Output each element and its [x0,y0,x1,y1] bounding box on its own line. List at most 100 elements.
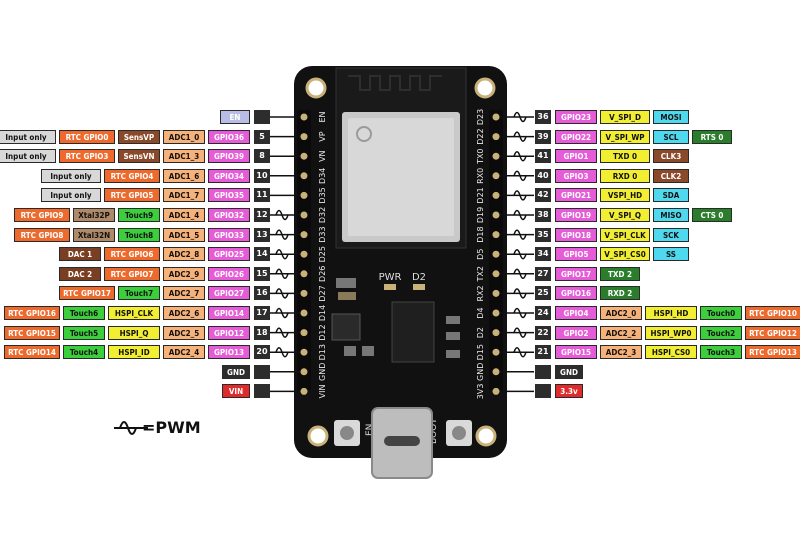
pin-label-vspi: V_SPI_WP [600,129,650,144]
header-pad [492,309,500,317]
pin-label-input: Input only [41,188,101,203]
pin-label-spi: SCL [653,129,689,144]
pin-label-touch: Touch5 [63,325,105,340]
pin-number: 25 [535,286,551,301]
silk-en: EN [365,424,375,436]
pwm-wave-icon [513,288,527,299]
pin-label-sens: SensVN [118,149,160,164]
pin-label-gpio: GPIO25 [208,247,250,262]
silk-pin-label: TX0 [476,148,485,164]
pin-label-dac: DAC 2 [59,266,101,281]
header-pad [492,133,500,141]
pin-number: 36 [535,110,551,124]
header-pad [492,348,500,356]
pin-label-adc: ADC1_7 [163,188,205,203]
silk-pin-label: D2 [476,327,485,338]
mounting-hole [305,77,327,99]
silk-boot: BOOT [429,418,439,444]
pwm-wave-icon [513,229,527,240]
pwm-wave-icon [275,327,289,338]
pin-label-input: Input only [41,168,101,183]
pin-number [254,364,270,379]
pin-number: 21 [535,345,551,360]
header-pad [300,329,308,337]
pin-label-power: 3.3v [555,384,583,399]
header-pad [300,211,308,219]
pwm-wave-icon [513,190,527,201]
pin-label-spi: MOSI [653,110,689,124]
pin-number: 15 [254,266,270,281]
pin-label-adc: ADC2_6 [163,306,205,320]
pin-label-hspi: HSPI_ID [108,345,160,360]
pin-label-adc: ADC1_6 [163,168,205,183]
pin-label-rtc: RTC GPIO6 [104,247,160,262]
pin-number: 24 [535,306,551,320]
silk-pin-label: D5 [476,249,485,260]
pin-label-hspi: HSPI_CS0 [645,345,697,360]
pin-label-touch: Touch3 [700,345,742,360]
header-pad [492,289,500,297]
silk-pin-label: VP [318,131,327,141]
pin-number: 39 [535,129,551,144]
pin-label-adc: ADC2_2 [600,325,642,340]
pin-number [254,110,270,124]
pin-label-adc: ADC2_7 [163,286,205,301]
pwm-legend: =PWM [142,418,201,437]
pin-number: 8 [254,149,270,164]
header-pad [492,329,500,337]
pin-label-rtc: RTC GPIO10 [745,306,800,320]
pin-label-hspi: HSPI_HD [645,306,697,320]
pin-label-adc: ADC1_0 [163,129,205,144]
pin-label-gpio: GPIO36 [208,129,250,144]
pin-label-adc: ADC2_8 [163,247,205,262]
silk-pin-label: VN [318,150,327,161]
silk-pin-label: D32 [318,207,327,223]
pin-label-hspi: HSPI_Q [108,325,160,340]
pin-label-gpio: GPIO2 [555,325,597,340]
mounting-hole [307,425,329,447]
silk-pin-label: D14 [318,305,327,321]
header-pad [492,152,500,160]
pin-label-dac: DAC 1 [59,247,101,262]
silk-pin-label: D22 [476,128,485,144]
pin-label-adc: ADC1_5 [163,227,205,242]
pin-label-gpio: GPIO14 [208,306,250,320]
pin-label-adc: ADC1_3 [163,149,205,164]
pin-number: 13 [254,227,270,242]
pwm-wave-icon [275,248,289,260]
header-pad [492,191,500,199]
pin-label-rtc: RTC GPIO13 [745,345,800,360]
pin-label-rtc: RTC GPIO9 [14,208,70,222]
pin-label-rtc: RTC GPIO17 [59,286,115,301]
pin-label-en: EN [220,110,250,124]
pin-label-gpio: GPIO4 [555,306,597,320]
pin-label-touch: Touch8 [118,227,160,242]
pin-label-gpio: GPIO33 [208,227,250,242]
header-pad [300,231,308,239]
pin-label-rtc: RTC GPIO15 [4,325,60,340]
silk-pin-label: D4 [476,307,485,318]
header-pad [300,191,308,199]
pin-label-spi: SDA [653,188,689,203]
pwm-wave-icon [114,421,148,435]
pin-label-gpio: GPIO23 [555,110,597,124]
silk-pwr: PWR [379,272,402,283]
pin-number: 10 [254,168,270,183]
pin-label-hspi: HSPI_CLK [108,306,160,320]
pin-number: 40 [535,168,551,183]
pwm-wave-icon [513,150,527,162]
pwm-wave-icon [275,307,289,319]
pin-label-adc: ADC2_4 [163,345,205,360]
pin-label-touch: Touch2 [700,325,742,340]
pin-label-adc: ADC2_0 [600,306,642,320]
pin-number: 42 [535,188,551,203]
pin-label-adc: ADC2_5 [163,325,205,340]
pin-number: 18 [254,325,270,340]
silk-pin-label: D34 [318,168,327,184]
pin-label-gpio: GPIO17 [555,266,597,281]
pin-number: 17 [254,306,270,320]
pin-label-uart: TXD 2 [600,266,640,281]
pin-label-rtc: RTC GPIO7 [104,266,160,281]
pwm-wave-icon [513,111,527,123]
